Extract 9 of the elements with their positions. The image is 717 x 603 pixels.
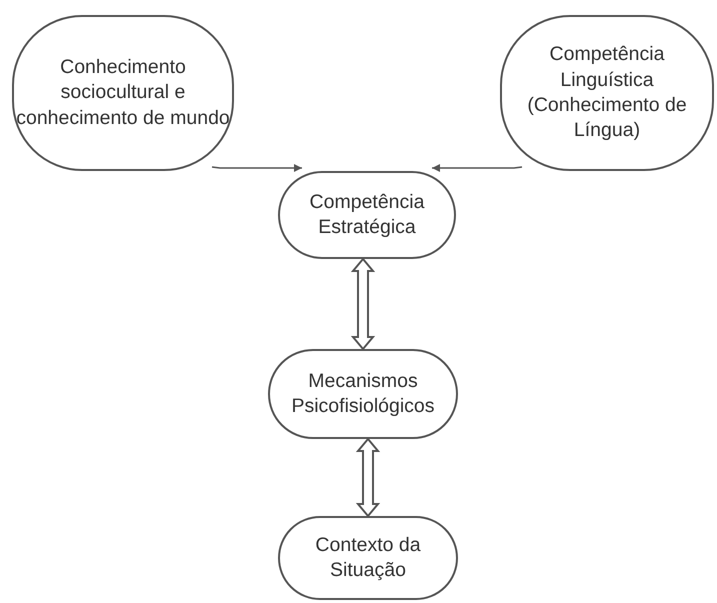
double-arrow bbox=[350, 257, 376, 351]
node-text: Competência Estratégica bbox=[308, 190, 426, 240]
node-text: Conhecimento sociocultural e conhecimento de mundo bbox=[15, 54, 231, 131]
node-text: Mecanismos Psicofisiológicos bbox=[290, 368, 436, 419]
double-arrow bbox=[356, 437, 380, 518]
node-text: Contexto da Situação bbox=[314, 532, 422, 583]
node-text: Competência Linguística (Conhecimento de Língua) bbox=[526, 42, 688, 144]
arrow bbox=[212, 164, 302, 172]
arrow bbox=[432, 164, 522, 172]
